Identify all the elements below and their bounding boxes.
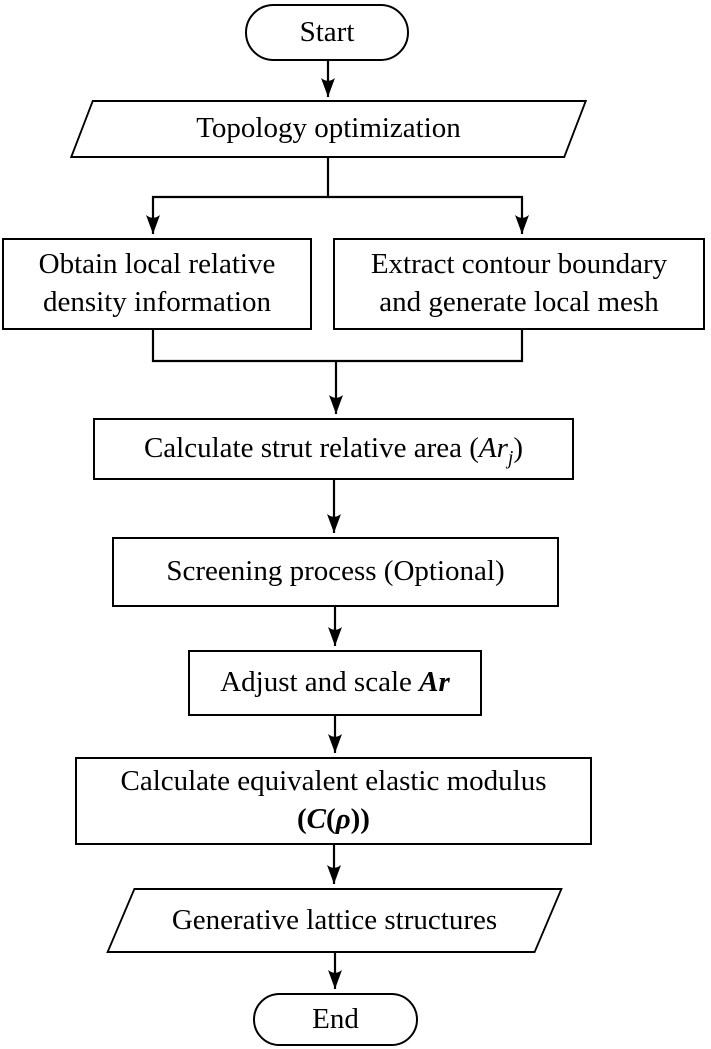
edge-merge-lines bbox=[151, 330, 524, 363]
node-start: Start bbox=[245, 4, 409, 61]
start-label: Start bbox=[299, 15, 355, 48]
node-obtain-density: Obtain local relative density informatio… bbox=[2, 238, 312, 330]
calc-area-label: Calculate strut relative area (Arj) bbox=[143, 432, 524, 469]
screening-label: Screening process (Optional) bbox=[166, 555, 505, 588]
edge-topology-extract bbox=[328, 195, 529, 234]
modulus-symbol: (C(ρ)) bbox=[297, 803, 370, 835]
obtain-label: Obtain local relative density informatio… bbox=[38, 248, 276, 318]
node-extract-contour: Extract contour boundary and generate lo… bbox=[333, 238, 705, 330]
topology-label: Topology optimization bbox=[196, 112, 461, 145]
generative-label: Generative lattice structures bbox=[171, 903, 498, 936]
node-calc-strut-area: Calculate strut relative area (Arj) bbox=[93, 418, 574, 480]
edge-topology-obtain bbox=[146, 158, 330, 234]
adjust-label: Adjust and scale Ar bbox=[220, 666, 450, 699]
node-end: End bbox=[253, 993, 418, 1046]
end-label: End bbox=[312, 1002, 359, 1035]
node-calc-elastic-modulus: Calculate equivalent elastic modulus (C(… bbox=[75, 757, 592, 845]
node-generative-lattice: Generative lattice structures bbox=[106, 888, 563, 953]
node-topology-optimization: Topology optimization bbox=[69, 100, 588, 158]
node-screening-process: Screening process (Optional) bbox=[112, 537, 559, 607]
calc-modulus-label: Calculate equivalent elastic modulus (C(… bbox=[120, 765, 547, 835]
node-adjust-scale: Adjust and scale Ar bbox=[188, 650, 482, 716]
extract-label: Extract contour boundary and generate lo… bbox=[370, 248, 668, 318]
